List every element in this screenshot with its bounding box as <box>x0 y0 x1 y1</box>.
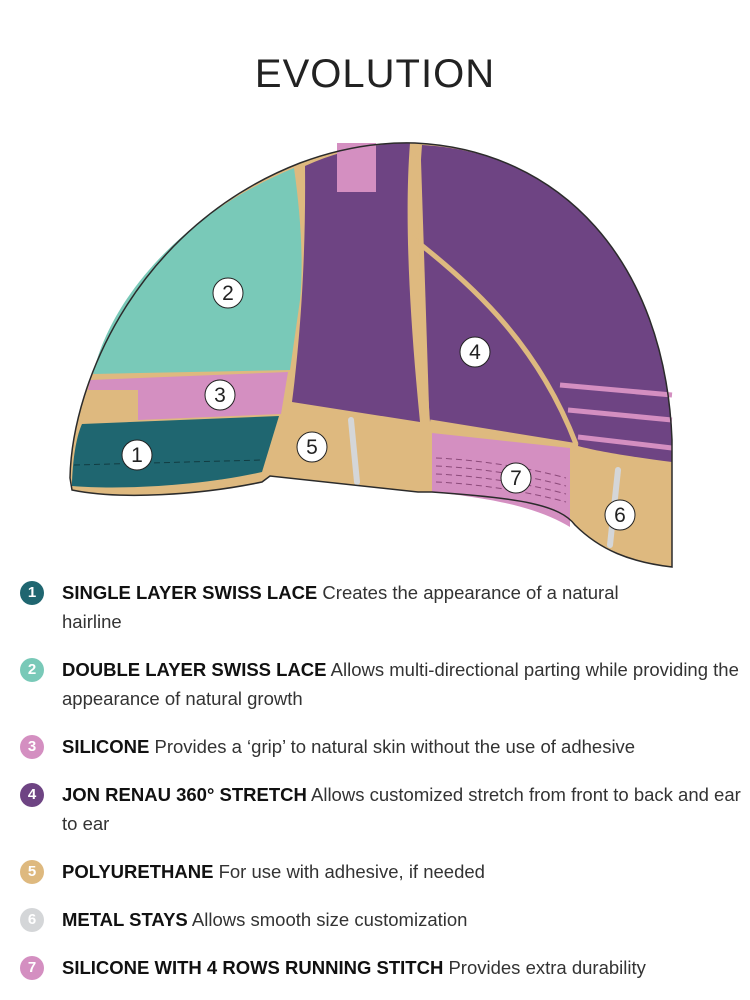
legend-name: SILICONE <box>62 736 150 757</box>
legend-name: DOUBLE LAYER SWISS LACE <box>62 659 327 680</box>
stitch-line <box>73 459 263 466</box>
legend-item-stretch: 4 JON RENAU 360° STRETCH Allows customiz… <box>20 780 742 838</box>
callout-1: 1 <box>121 439 153 471</box>
stretch-region-middle <box>292 143 420 422</box>
legend-item-double-lace: 2 DOUBLE LAYER SWISS LACE Allows multi-d… <box>20 655 742 713</box>
legend-item-single-lace: 1 SINGLE LAYER SWISS LACE Creates the ap… <box>20 578 662 636</box>
legend-description: Allows customized stretch from front to … <box>62 784 741 834</box>
legend-name: JON RENAU 360° STRETCH <box>62 784 307 805</box>
legend-description: Creates the appearance of a natural hair… <box>62 582 619 632</box>
svg-text:4: 4 <box>469 341 481 364</box>
svg-text:3: 3 <box>214 384 226 407</box>
callout-5: 5 <box>296 431 328 463</box>
svg-text:2: 2 <box>222 282 234 305</box>
seam-line <box>409 235 579 445</box>
svg-text:6: 6 <box>614 504 626 527</box>
legend-item-silicone-stitch: 7 SILICONE WITH 4 ROWS RUNNING STITCH Pr… <box>20 953 750 982</box>
legend-description: Provides extra durability <box>448 957 646 978</box>
legend-description: For use with adhesive, if needed <box>218 861 485 882</box>
number-badge: 3 <box>20 735 44 759</box>
single-lace-region <box>72 416 279 488</box>
number-badge: 7 <box>20 956 44 980</box>
double-lace-region <box>93 168 302 374</box>
running-stitches <box>435 457 567 503</box>
number-badge: 2 <box>20 658 44 682</box>
number-badge: 6 <box>20 908 44 932</box>
legend-name: SILICONE WITH 4 ROWS RUNNING STITCH <box>62 957 444 978</box>
wig-cap-diagram: 1 2 3 4 5 6 7 <box>69 142 673 568</box>
svg-text:7: 7 <box>510 467 522 490</box>
page-title: EVOLUTION <box>254 52 496 96</box>
legend-item-silicone: 3 SILICONE Provides a ‘grip’ to natural … <box>20 732 750 761</box>
callout-2: 2 <box>212 277 244 309</box>
legend-name: SINGLE LAYER SWISS LACE <box>62 582 318 603</box>
stretch-region-right <box>419 145 672 462</box>
legend-description: Allows smooth size customization <box>191 909 468 930</box>
legend-name: METAL STAYS <box>62 909 188 930</box>
legend-description: Allows multi-directional parting while p… <box>62 659 739 709</box>
seam-line <box>429 419 579 449</box>
silicone-crown-patch <box>337 143 376 192</box>
metal-stay <box>348 417 360 485</box>
cap-outline <box>69 142 673 568</box>
number-badge: 4 <box>20 783 44 807</box>
silicone-stripes <box>559 382 673 451</box>
number-badge: 5 <box>20 860 44 884</box>
callout-6: 6 <box>604 499 636 531</box>
seam-line <box>415 144 430 423</box>
svg-text:5: 5 <box>306 436 318 459</box>
svg-text:1: 1 <box>131 444 143 467</box>
legend: 1 SINGLE LAYER SWISS LACE Creates the ap… <box>20 578 750 982</box>
number-badge: 1 <box>20 581 44 605</box>
legend-name: POLYURETHANE <box>62 861 214 882</box>
callout-3: 3 <box>204 379 236 411</box>
callout-4: 4 <box>459 336 491 368</box>
silicone-region <box>88 372 288 420</box>
legend-item-polyurethane: 5 POLYURETHANE For use with adhesive, if… <box>20 857 750 886</box>
legend-item-metal-stays: 6 METAL STAYS Allows smooth size customi… <box>20 905 750 934</box>
callout-7: 7 <box>500 462 532 494</box>
legend-description: Provides a ‘grip’ to natural skin withou… <box>154 736 636 757</box>
